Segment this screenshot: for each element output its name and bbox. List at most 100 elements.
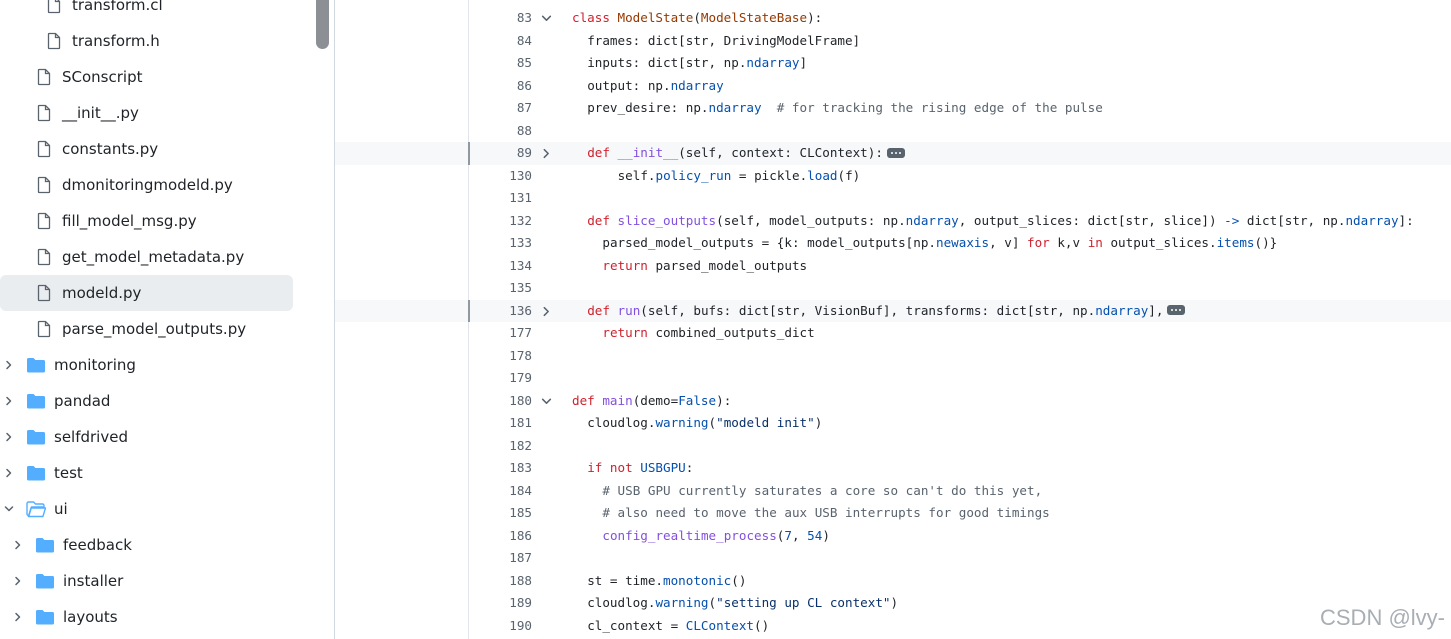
line-number[interactable]: 184 [509,482,532,498]
line-number[interactable]: 190 [509,617,532,633]
code-token: ndarray [670,77,724,93]
expand-ellipsis-icon[interactable] [886,147,905,158]
code-text: self.policy_run = pickle.load(f) [618,165,861,188]
file-icon [36,212,52,230]
chevron-right-icon[interactable] [4,357,14,373]
expand-ellipsis-icon[interactable] [1167,305,1186,315]
chevron-down-icon[interactable] [4,501,14,517]
tree-folder-monitoring[interactable]: monitoring [0,347,308,383]
code-token: ): [807,10,823,25]
code-token: , output_slices: dict[str, slice]) [958,212,1225,228]
chevron-right-icon[interactable] [541,306,552,317]
line-number[interactable]: 131 [509,190,532,205]
tree-item-label: constants.py [62,140,159,158]
code-token: ( [693,10,701,25]
code-text: def __init__(self, context: CLContext): [587,142,905,165]
line-number[interactable]: 136 [509,302,532,318]
tree-file-transform-h[interactable]: transform.h [0,23,308,59]
line-number[interactable]: 188 [509,572,532,588]
code-text: if not USBGPU: [587,457,693,480]
file-icon [36,284,52,302]
line-number[interactable]: 187 [509,550,532,565]
code-token: config_realtime_process [602,527,777,543]
sidebar-scrollbar[interactable] [316,0,329,49]
code-token: # USB GPU currently saturates a core so … [602,482,1043,498]
tree-file-sconscript[interactable]: SConscript [0,59,308,95]
tree-file-constants-py[interactable]: constants.py [0,131,308,167]
code-token: "setting up CL context" [716,595,891,610]
line-number[interactable]: 183 [509,460,532,475]
chevron-right-icon[interactable] [4,465,14,481]
code-token: self. [617,167,656,183]
code-token: ] [799,55,808,70]
line-number[interactable]: 181 [509,415,532,430]
chevron-right-icon[interactable] [13,573,23,589]
code-token: cloudlog. [587,415,656,430]
chevron-right-icon[interactable] [4,429,14,445]
code-token: __init__ [617,145,679,160]
tree-file-init-py[interactable]: __init__.py [0,95,308,131]
line-number[interactable]: 130 [509,167,532,183]
code-token: in [1087,235,1103,250]
line-number[interactable]: 88 [516,122,532,138]
line-number[interactable]: 186 [509,527,532,543]
tree-folder-installer[interactable]: installer [0,563,308,599]
chevron-right-icon[interactable] [4,393,14,409]
line-number[interactable]: 177 [509,325,532,340]
tree-file-transform-cl[interactable]: transform.cl [0,0,308,23]
tree-item-label: dmonitoringmodeld.py [62,176,233,194]
chevron-right-icon[interactable] [13,537,23,553]
tree-item-label: pandad [54,392,111,410]
tree-file-get-model-metadata-py[interactable]: get_model_metadata.py [0,239,308,275]
code-token: warning [655,415,709,430]
line-number[interactable]: 185 [509,505,532,520]
chevron-right-icon[interactable] [541,148,552,159]
line-number[interactable]: 89 [516,145,532,160]
tree-folder-pandad[interactable]: pandad [0,383,308,419]
line-number[interactable]: 132 [509,212,532,228]
line-number[interactable]: 179 [509,370,532,385]
line-number[interactable]: 182 [509,437,532,453]
tree-folder-ui[interactable]: ui [0,491,308,527]
chevron-down-icon[interactable] [541,396,552,407]
code-token [762,100,777,115]
tree-folder-selfdrived[interactable]: selfdrived [0,419,308,455]
tree-folder-layouts[interactable]: layouts [0,599,308,635]
tree-folder-feedback[interactable]: feedback [0,527,308,563]
line-number[interactable]: 189 [509,595,532,610]
tree-item-label: fill_model_msg.py [62,212,197,230]
file-icon [36,176,52,194]
chevron-right-icon[interactable] [13,609,23,625]
file-icon [46,32,62,50]
tree-file-modeld-py[interactable]: modeld.py [0,275,293,311]
code-token: (self, bufs: dict[str, VisionBuf], trans… [640,302,1096,318]
line-number[interactable]: 135 [509,280,532,295]
folder-icon [26,464,46,482]
line-number[interactable]: 85 [516,55,532,70]
code-line: 183 if not USBGPU: [335,457,1451,480]
line-number[interactable]: 87 [516,100,532,115]
tree-file-parse-model-outputs-py[interactable]: parse_model_outputs.py [0,311,308,347]
line-number[interactable]: 86 [516,77,532,93]
code-token: def [587,212,618,228]
folder-icon [26,428,46,446]
line-number[interactable]: 133 [509,235,532,250]
line-number[interactable]: 83 [516,10,532,25]
line-number[interactable]: 180 [509,392,532,408]
code-token: ()} [1254,235,1278,250]
tree-item-label: transform.cl [72,0,163,14]
code-token: (f) [837,167,861,183]
tree-file-fill-model-msg-py[interactable]: fill_model_msg.py [0,203,308,239]
tree-file-dmonitoringmodeld-py[interactable]: dmonitoringmodeld.py [0,167,308,203]
tree-folder-test[interactable]: test [0,455,308,491]
line-number[interactable]: 134 [509,257,532,273]
line-number[interactable]: 84 [516,32,532,48]
chevron-down-icon[interactable] [541,13,552,24]
code-token: warning [655,595,709,610]
line-number[interactable]: 178 [509,347,532,363]
